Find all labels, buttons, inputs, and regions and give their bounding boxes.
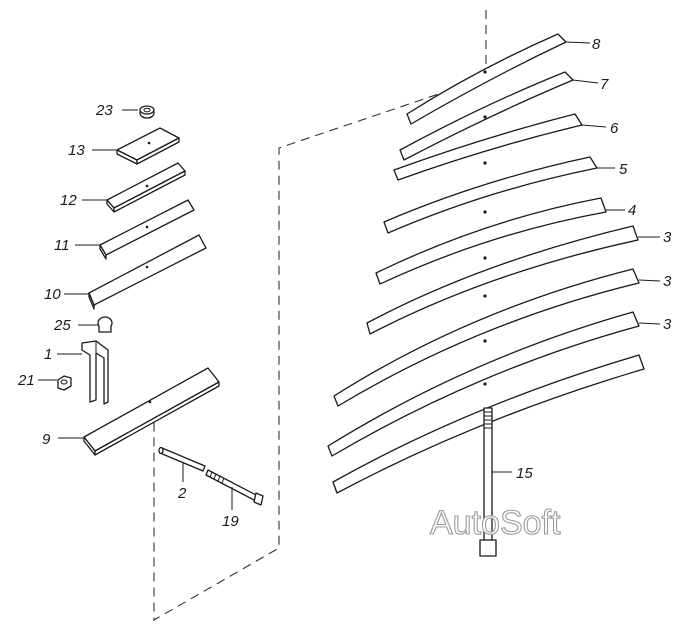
spring-leaf-3-b (333, 268, 661, 407)
pin-2 (158, 446, 206, 482)
callout-7: 7 (600, 76, 609, 93)
spring-leaf-7 (399, 71, 599, 161)
callout-5: 5 (619, 161, 628, 178)
callout-3-a: 3 (663, 229, 672, 246)
callout-21: 21 (17, 372, 35, 389)
callout-2: 2 (177, 485, 187, 502)
callout-4: 4 (628, 202, 636, 219)
pad-10 (64, 234, 207, 310)
callout-19: 19 (222, 513, 239, 530)
callout-9: 9 (42, 431, 51, 448)
ball-cap-25 (78, 316, 113, 333)
spring-leaf-8 (406, 33, 591, 125)
spring-leaf-6 (393, 113, 607, 181)
spring-leaf-3-a (366, 225, 660, 335)
spring-leaf-5 (383, 156, 615, 234)
nut-21 (38, 375, 72, 391)
callout-13: 13 (68, 142, 85, 159)
leaf-9 (58, 367, 220, 456)
callout-10: 10 (44, 286, 61, 303)
callout-3-c: 3 (663, 316, 672, 333)
watermark-logo: AutoSoft (430, 504, 561, 542)
pad-12 (82, 162, 186, 213)
spring-leaf-bottom (332, 354, 645, 494)
callout-23: 23 (95, 102, 113, 119)
spring-leaf-4 (375, 197, 625, 285)
bolt-19 (205, 469, 264, 510)
callout-1: 1 (44, 346, 52, 363)
callout-8: 8 (592, 36, 601, 53)
pad-11 (75, 199, 195, 260)
callout-3-b: 3 (663, 273, 672, 290)
center-bolt-15 (479, 407, 512, 557)
spring-leaf-3-c (327, 311, 661, 457)
callout-6: 6 (610, 120, 619, 137)
callout-12: 12 (60, 192, 77, 209)
pad-13 (92, 127, 180, 165)
callout-15: 15 (516, 465, 533, 482)
assembly-dashed-outline (153, 10, 487, 621)
callout-25: 25 (53, 317, 71, 334)
nut-23 (122, 105, 155, 119)
clamp-bracket-1 (57, 340, 109, 405)
callout-11: 11 (54, 237, 70, 254)
